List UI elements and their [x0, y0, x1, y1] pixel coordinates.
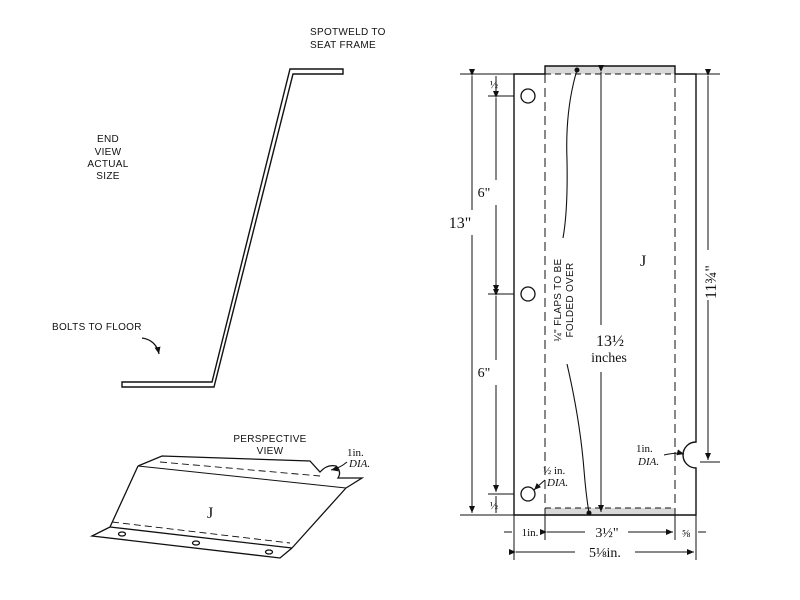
- flaps-note-2: FOLDED OVER: [565, 263, 576, 338]
- end-view-label-4: SIZE: [96, 171, 119, 182]
- dim-eleven-3-4: 11¾": [703, 265, 720, 299]
- dim-one-in: 1in.: [522, 527, 539, 539]
- perspective-label-2: VIEW: [257, 446, 284, 457]
- pattern-outline: [513, 65, 697, 516]
- hole-bottom: [520, 486, 536, 502]
- bottom-flap-shade: [545, 508, 675, 516]
- hole-top: [520, 88, 536, 104]
- dim-five-1-8: 5⅛in.: [589, 546, 621, 561]
- perspective-dia-1: 1in.: [347, 447, 364, 459]
- end-view-label-3: ACTUAL: [87, 159, 128, 170]
- dim-inches: inches: [591, 351, 627, 366]
- dim-thirteen-half: 13½: [596, 333, 624, 350]
- dim-thirteen: 13": [449, 215, 472, 232]
- perspective-view: [89, 455, 365, 559]
- top-flap-shade: [545, 66, 675, 74]
- hole-half-dia-1: ½ in.: [543, 465, 566, 477]
- hole-half-dia-2: DIA.: [546, 477, 568, 489]
- bolts-arrow: [141, 337, 161, 355]
- hole-middle: [520, 286, 536, 302]
- dim-six-upper: 6": [478, 186, 491, 201]
- spotweld-label-2: SEAT FRAME: [310, 40, 376, 51]
- right-dimension: [675, 69, 720, 463]
- perspective-dia-2: DIA.: [348, 458, 370, 470]
- end-view-label: END VIEW ACTUAL SIZE: [87, 134, 128, 182]
- dim-five-eighths: ⅝: [682, 528, 691, 540]
- hole-one-dia-1: 1in.: [636, 443, 653, 455]
- flaps-note: ¼" FLAPS TO BE FOLDED OVER: [552, 258, 576, 341]
- end-view-label-1: END: [97, 134, 119, 145]
- bolts-label: BOLTS TO FLOOR: [52, 322, 142, 333]
- end-view-label-2: VIEW: [95, 147, 122, 158]
- spotweld-label-1: SPOTWELD TO: [310, 27, 386, 38]
- dim-top-half: ½: [490, 79, 498, 91]
- flaps-note-1: ¼" FLAPS TO BE: [552, 258, 564, 341]
- perspective-dia-arrow: [330, 461, 348, 472]
- left-dimensions: [460, 69, 514, 516]
- dim-bottom-half: ½: [490, 500, 498, 512]
- hole-one-dia-2: DIA.: [637, 456, 659, 468]
- flat-part-letter: J: [640, 253, 646, 270]
- dim-three-half: 3½": [595, 526, 618, 541]
- perspective-label-1: PERSPECTIVE: [233, 434, 306, 445]
- perspective-part-letter: J: [207, 505, 213, 522]
- dim-six-lower: 6": [478, 366, 491, 381]
- flat-pattern: [513, 65, 697, 516]
- end-view-profile: [121, 68, 344, 388]
- bottom-dimensions: [504, 468, 706, 560]
